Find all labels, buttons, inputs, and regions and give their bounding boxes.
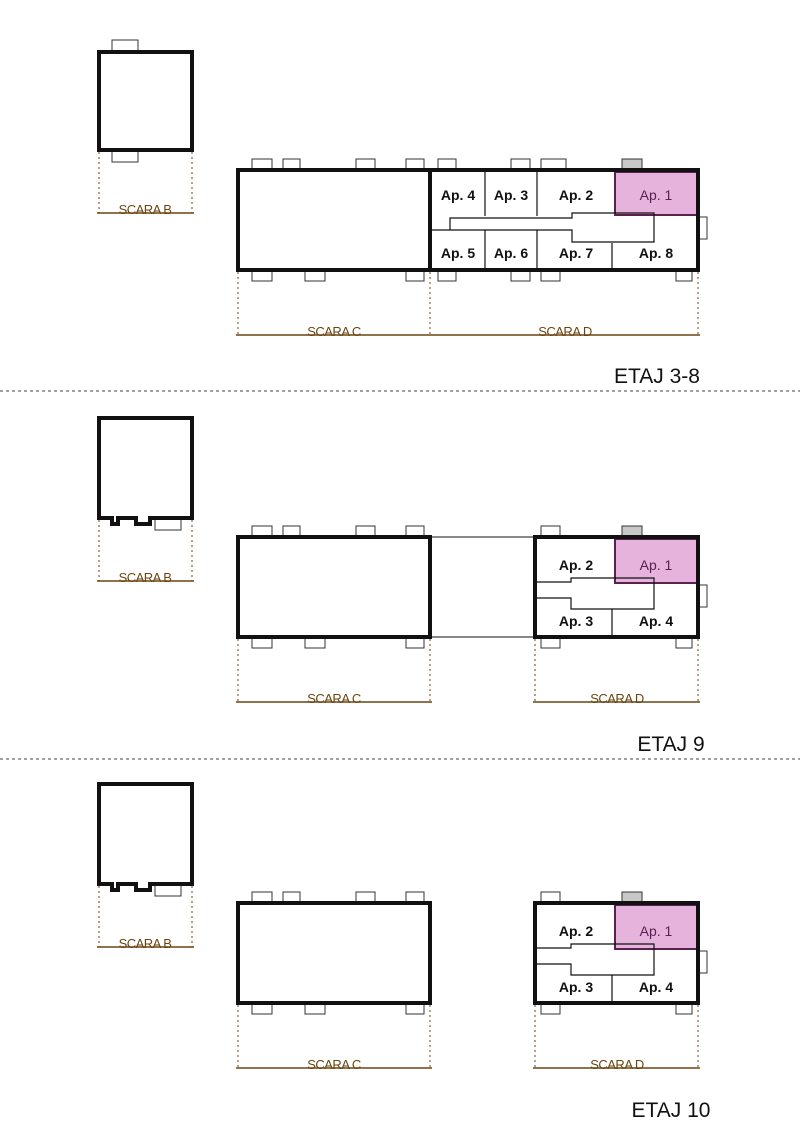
apartment-label: Ap. 4 [639,979,673,995]
apartment-label: Ap. 2 [559,187,593,203]
apartment-1-highlight [614,904,698,950]
scara-c-block [236,901,432,1005]
apartment-label: Ap. 3 [559,979,593,995]
floor-label: ETAJ 3-8 [614,365,700,388]
apartment-label: Ap. 4 [441,187,475,203]
corridor [537,577,655,610]
apartment-label: Ap. 5 [441,245,475,261]
floor-section-3: SCARA B Ap. 1 Ap. 2 Ap. 3 Ap. 4 SCARA C SCARA … [97,782,711,1122]
scara-b-label: SCARA B [119,202,172,217]
floor-section-1: SCARA B Ap. 1 Ap. 2 Ap. 3 Ap. 4 Ap. 5 Ap. 6 Ap.… [0,39,800,392]
corridor [537,943,655,976]
apartment-1-highlight [614,538,698,584]
floor-label: ETAJ 9 [637,733,704,756]
scara-b-label: SCARA B [119,570,172,585]
apartment-1-highlight [614,171,698,216]
scara-b-label: SCARA B [119,936,172,951]
apartment-label: Ap. 8 [639,245,673,261]
scara-d-label: SCARA D [590,1057,644,1072]
scara-d-block [533,535,700,639]
scara-c-block [236,535,432,639]
apartment-label: Ap. 1 [640,923,673,939]
apartment-label: Ap. 6 [494,245,528,261]
building-outline [236,168,700,272]
corridor [430,212,655,243]
scara-d-block [533,901,700,1005]
apartment-label: Ap. 2 [559,923,593,939]
floor-section-2: SCARA B Ap. 1 Ap. 2 Ap. 3 Ap. 4 SCARA C SCARA … [0,416,800,760]
apartment-label: Ap. 7 [559,245,593,261]
apartment-label: Ap. 4 [639,613,673,629]
scara-c-label: SCARA C [307,691,361,706]
apartment-label: Ap. 3 [559,613,593,629]
apartment-label: Ap. 3 [494,187,528,203]
apartment-label: Ap. 2 [559,557,593,573]
scara-d-label: SCARA D [538,324,592,339]
scara-c-label: SCARA C [307,324,361,339]
floor-label: ETAJ 10 [632,1099,711,1122]
scara-b-block [97,416,194,526]
apartment-label: Ap. 1 [640,187,673,203]
scara-c-label: SCARA C [307,1057,361,1072]
scara-b-block [97,50,194,152]
scara-d-label: SCARA D [590,691,644,706]
scara-b-block [97,782,194,892]
apartment-label: Ap. 1 [640,557,673,573]
